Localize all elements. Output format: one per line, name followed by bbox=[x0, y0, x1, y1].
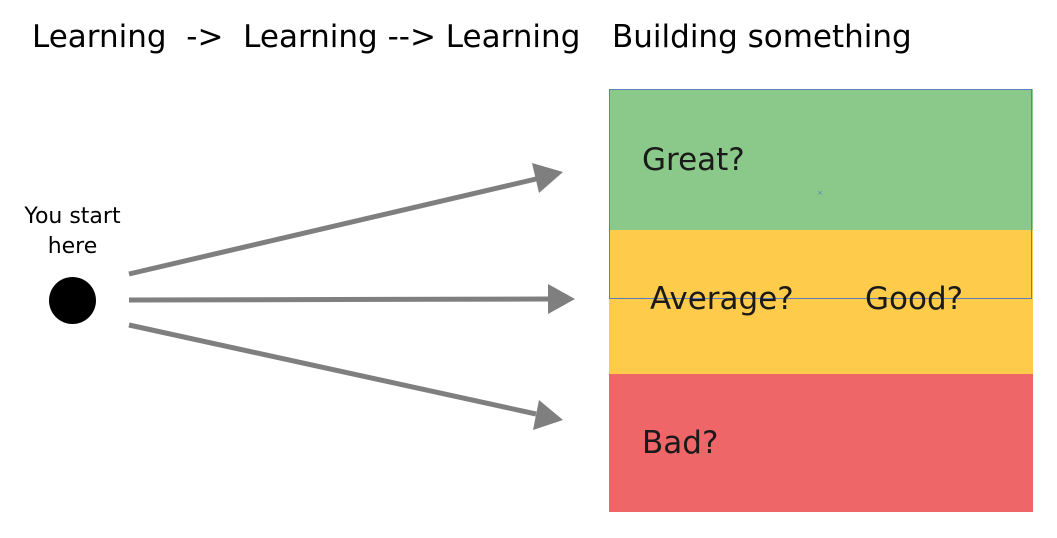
start-dot bbox=[49, 277, 96, 324]
label-average: Average? bbox=[650, 281, 794, 317]
label-bad: Bad? bbox=[642, 425, 719, 461]
arrow-to-average bbox=[128, 284, 575, 314]
band-bad bbox=[609, 374, 1033, 512]
arrow-to-bad bbox=[128, 322, 563, 430]
label-good: Good? bbox=[865, 281, 964, 317]
selection-outline bbox=[609, 89, 1032, 299]
start-label-line-2: here bbox=[47, 234, 98, 259]
arrow-to-great bbox=[128, 163, 563, 277]
start-label: You start here bbox=[0, 202, 145, 262]
band-great bbox=[609, 89, 1033, 230]
label-great: Great? bbox=[642, 142, 745, 178]
band-average bbox=[609, 230, 1033, 374]
heading-building-something: Building something bbox=[612, 19, 912, 55]
center-marker: × bbox=[817, 189, 823, 197]
start-label-line-1: You start bbox=[24, 204, 121, 229]
heading-learning: Learning -> Learning --> Learning bbox=[32, 19, 581, 55]
